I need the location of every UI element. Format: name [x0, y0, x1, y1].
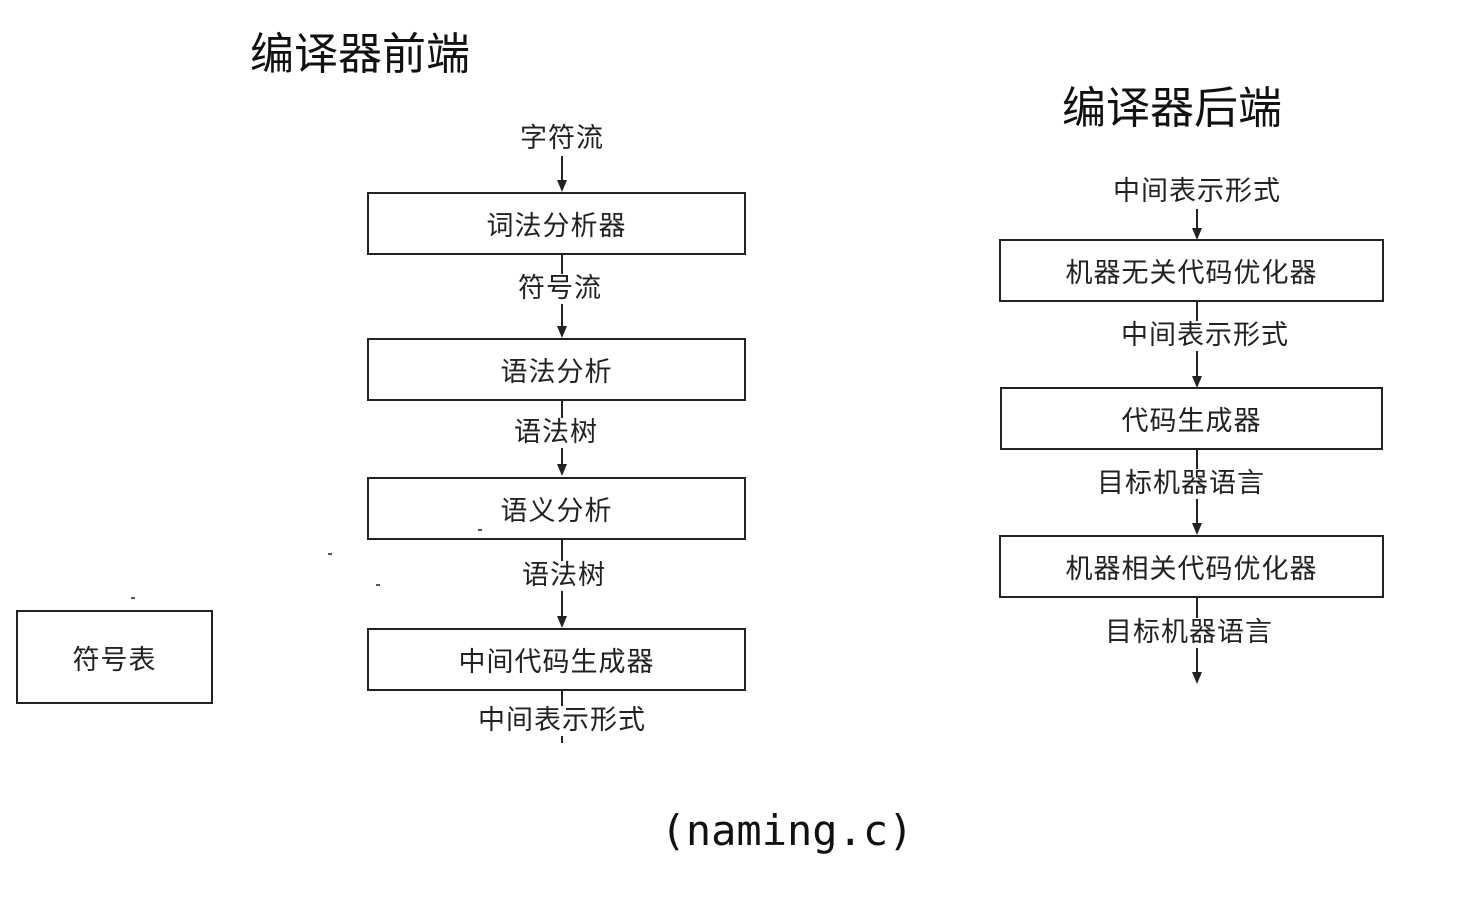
frontend-title: 编译器前端: [250, 29, 470, 80]
backend-label-ir: 中间表示形式: [1119, 320, 1291, 351]
backend-arrow-1: [1196, 209, 1198, 234]
scan-speck: [478, 529, 482, 531]
frontend-label-token-stream: 符号流: [516, 273, 604, 304]
backend-title: 编译器后端: [1062, 83, 1282, 134]
scan-speck: [328, 553, 332, 555]
scan-speck: [376, 584, 380, 586]
parser-box: 语法分析: [367, 338, 746, 401]
backend-label-target-code: 目标机器语言: [1095, 468, 1267, 499]
backend-arrowhead-4: [1192, 672, 1202, 684]
frontend-arrow-1: [561, 156, 563, 184]
machine-independent-optimizer-box: 机器无关代码优化器: [999, 239, 1384, 302]
ir-generator-box: 中间代码生成器: [367, 628, 746, 691]
frontend-arrowhead-3: [557, 464, 567, 476]
machine-dependent-optimizer-box: 机器相关代码优化器: [999, 535, 1384, 598]
code-generator-box: 代码生成器: [1000, 387, 1383, 450]
lexer-box: 词法分析器: [367, 192, 746, 255]
backend-arrowhead-3: [1192, 523, 1202, 535]
backend-output-label: 目标机器语言: [1103, 617, 1275, 648]
frontend-label-syntax-tree-2: 语法树: [520, 560, 608, 591]
frontend-label-syntax-tree-1: 语法树: [512, 417, 600, 448]
frontend-input-label: 字符流: [518, 123, 606, 154]
semantic-analyzer-box: 语义分析: [367, 477, 746, 540]
frontend-arrowhead-2: [557, 326, 567, 338]
frontend-arrowhead-1: [557, 180, 567, 192]
frontend-output-label: 中间表示形式: [476, 705, 648, 736]
scan-speck: [131, 597, 135, 599]
symbol-table-box: 符号表: [16, 610, 213, 704]
backend-arrowhead-1: [1192, 228, 1202, 240]
backend-input-label: 中间表示形式: [1111, 176, 1283, 207]
figure-caption: (naming.c): [660, 806, 914, 855]
backend-arrowhead-2: [1192, 376, 1202, 388]
frontend-arrowhead-4: [557, 616, 567, 628]
